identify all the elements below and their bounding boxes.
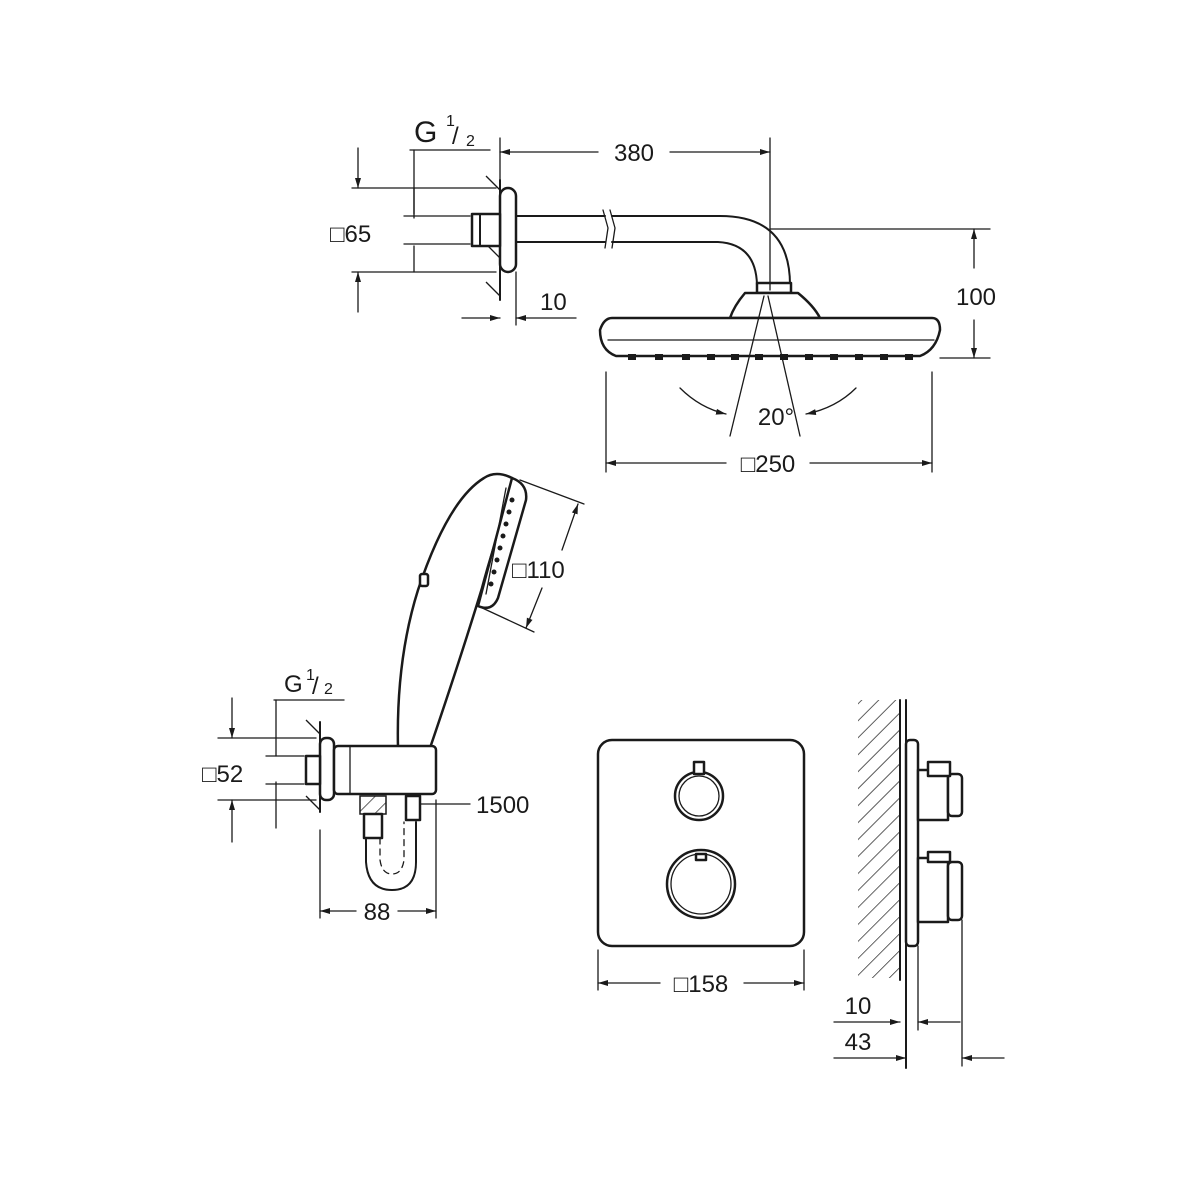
svg-text:□52: □52 [202,761,243,788]
hand-shower [396,472,528,750]
dim-flange-65: □65 [330,147,497,313]
svg-text:□250: □250 [741,451,796,478]
thermostat-side-view: 10 43 [833,699,1005,1069]
dim-10-top: 10 [461,271,577,326]
dim-43: 43 [833,919,1005,1067]
shower-arm [515,209,791,286]
svg-text:20°: 20° [758,404,794,431]
thermostat-front-view: □158 [596,738,806,998]
svg-text:G: G [284,671,303,698]
dim-1500: 1500 [419,792,529,819]
spray-nozzles [488,497,515,587]
svg-text:380: 380 [614,140,654,167]
side-lower-knob [916,850,964,924]
dim-10-bottom: 10 [833,945,961,1031]
wall-flange [470,186,518,274]
dim-100: 100 [769,228,996,359]
svg-text:2: 2 [466,133,475,150]
svg-text:88: 88 [364,899,391,926]
side-upper-knob [916,760,964,822]
svg-text:/: / [452,123,459,150]
nozzle-row [628,354,913,360]
thread-label-top: G 1 / 2 [409,113,491,219]
svg-text:10: 10 [845,993,872,1020]
wall-outlet [304,719,438,891]
svg-text:□110: □110 [512,557,565,584]
svg-text:1500: 1500 [476,792,529,819]
dim-hand-110: □110 [477,479,585,633]
svg-text:/: / [312,673,319,700]
svg-text:1: 1 [306,667,315,684]
dim-158: □158 [597,949,805,998]
shower-head [598,281,942,360]
overhead-shower-view: G 1 / 2 380 □65 [330,113,996,478]
lower-knob [665,848,737,920]
thread-label-bottom: G 1 / 2 [273,667,345,757]
svg-text:□158: □158 [674,971,729,998]
dim-380: 380 [499,137,771,291]
dim-88: 88 [319,799,437,926]
svg-text:□65: □65 [330,221,371,248]
svg-text:1: 1 [446,113,455,130]
upper-knob [673,760,725,822]
dim-250: □250 [605,371,933,478]
dim-angle-20: 20° [679,295,857,437]
svg-text:G: G [414,116,437,149]
svg-text:100: 100 [956,284,996,311]
hand-shower-view: G 1 / 2 □52 1500 8 [202,472,585,926]
dim-outlet-52: □52 [202,697,317,843]
svg-text:2: 2 [324,681,333,698]
svg-text:43: 43 [845,1029,872,1056]
svg-text:10: 10 [540,289,567,316]
